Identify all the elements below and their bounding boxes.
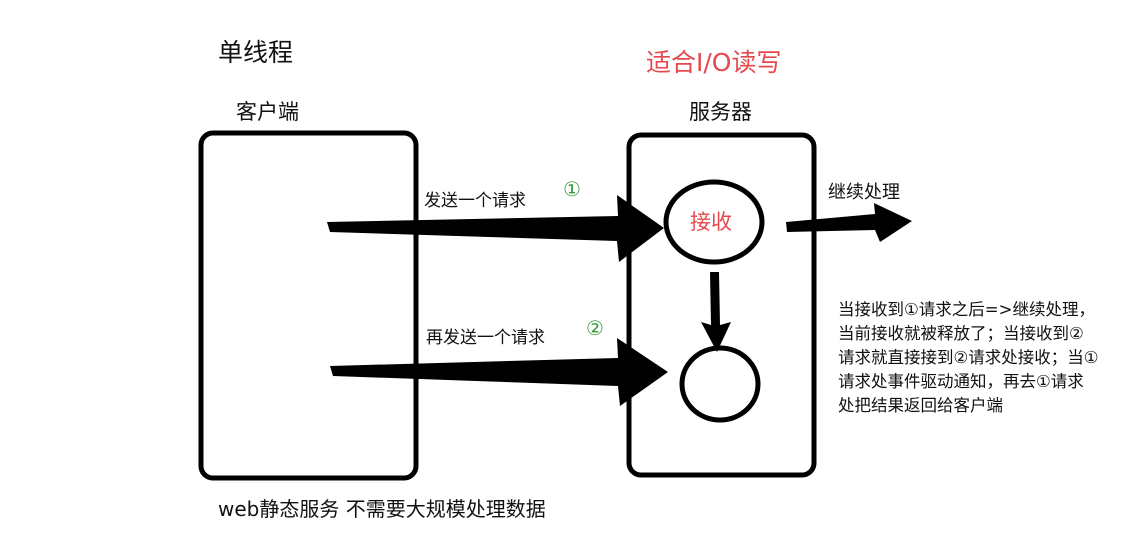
request1-number: ①	[563, 177, 581, 201]
explanation-line: 请求处事件驱动通知，再去①请求	[838, 372, 1084, 391]
server-box	[626, 132, 817, 478]
server-label: 服务器	[689, 100, 752, 124]
receive-label: 接收	[690, 210, 732, 234]
request1-arrow	[327, 195, 664, 262]
receive-node	[663, 179, 765, 265]
explanation-text: 当接收到①请求之后=>继续处理， 当前接收就被释放了；当接收到② 请求就直接接到…	[838, 298, 1142, 418]
request2-number: ②	[586, 316, 604, 340]
explanation-line: 请求就直接接到②请求处接收；当①	[838, 348, 1099, 367]
footer-note: web静态服务 不需要大规模处理数据	[218, 497, 546, 521]
down-arrow	[701, 272, 731, 352]
request1-label: 发送一个请求	[424, 191, 526, 211]
pending-node	[679, 345, 761, 423]
request2-arrow	[330, 338, 668, 406]
explanation-line: 处把结果返回给客户端	[838, 396, 1003, 415]
continue-label: 继续处理	[828, 182, 900, 203]
client-box	[198, 130, 419, 481]
client-label: 客户端	[236, 100, 299, 124]
continue-arrow	[786, 203, 912, 242]
explanation-line: 当前接收就被释放了；当接收到②	[838, 324, 1084, 343]
request2-label: 再发送一个请求	[426, 328, 545, 348]
diagram-title: 单线程	[218, 38, 294, 67]
explanation-line: 当接收到①请求之后=>继续处理，	[838, 300, 1095, 319]
diagram-subtitle: 适合I/O读写	[646, 48, 782, 77]
